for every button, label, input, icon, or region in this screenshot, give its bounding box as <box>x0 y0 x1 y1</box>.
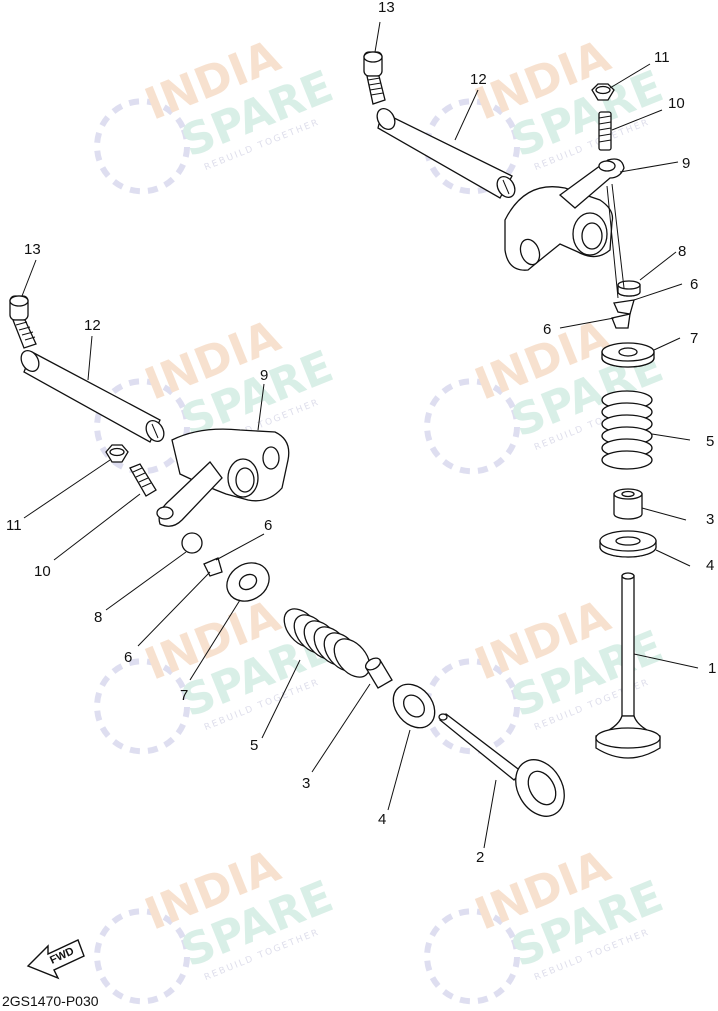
callout-4-right: 4 <box>706 557 714 574</box>
fwd-arrow-icon: FWD <box>26 939 85 980</box>
spring-retainer-top <box>601 342 655 368</box>
spring-seat-left <box>392 683 436 729</box>
callout-6-right-b: 6 <box>543 321 551 338</box>
bolt-left <box>9 295 37 349</box>
callout-7-right: 7 <box>690 330 698 347</box>
callout-3-left: 3 <box>302 775 310 792</box>
callout-5-left: 5 <box>250 737 258 754</box>
valve-cotters-left <box>203 557 223 577</box>
watermark-5: INDIA SPARE REBUILD TOGETHER <box>94 591 340 755</box>
callout-9-right: 9 <box>682 155 690 172</box>
callouts: 13 12 11 10 9 8 6 6 7 5 3 4 1 13 12 11 1… <box>6 0 716 866</box>
watermark-7: INDIA SPARE REBUILD TOGETHER <box>94 841 340 1005</box>
callout-13-right: 13 <box>378 0 395 16</box>
rocker-arm-left <box>156 428 290 527</box>
valve-spring-left <box>283 608 371 678</box>
spring-seat-top <box>599 530 657 558</box>
valve-pad-left <box>181 532 203 554</box>
callout-4-left: 4 <box>378 811 386 828</box>
callout-6-left-a: 6 <box>264 517 272 534</box>
valve-top <box>595 572 661 759</box>
callout-1-right: 1 <box>708 660 716 677</box>
watermark-8: INDIA SPARE REBUILD TOGETHER <box>424 841 670 1005</box>
adjuster-top <box>598 111 612 151</box>
watermark-2: INDIA SPARE REBUILD TOGETHER <box>424 31 670 195</box>
stem-seal-left <box>364 657 393 689</box>
stem-seal-top <box>613 488 643 520</box>
callout-6-left-b: 6 <box>124 649 132 666</box>
rocker-shaft-left <box>20 350 165 443</box>
callout-11-left: 11 <box>6 517 22 534</box>
callout-7-left: 7 <box>180 687 188 704</box>
nut-top <box>591 83 615 101</box>
drawing-code: 2GS1470-P030 <box>2 993 99 1009</box>
callout-6-right-a: 6 <box>690 276 698 293</box>
callout-11-right: 11 <box>654 49 670 66</box>
watermark-logo-icon <box>424 98 521 195</box>
watermark-logo-icon <box>424 658 521 755</box>
watermark-logo-icon <box>424 908 521 1005</box>
bolt-top <box>363 51 386 105</box>
callout-12-right: 12 <box>470 71 487 88</box>
nut-left <box>105 444 129 463</box>
callout-2-left: 2 <box>476 849 484 866</box>
callout-9-left: 9 <box>260 367 268 384</box>
adjuster-left <box>129 463 157 497</box>
watermark-logo-icon <box>424 378 521 475</box>
callout-10-right: 10 <box>668 95 685 112</box>
valve-left <box>438 713 565 817</box>
callout-3-right: 3 <box>706 511 714 528</box>
watermark-logo-icon <box>94 908 191 1005</box>
spring-retainer-left <box>226 562 270 602</box>
valve-spring-top <box>601 390 653 470</box>
valve-cotters-top <box>611 299 635 329</box>
callout-8-right: 8 <box>678 243 686 260</box>
callout-12-left: 12 <box>84 317 101 334</box>
callout-5-right: 5 <box>706 433 714 450</box>
callout-8-left: 8 <box>94 609 102 626</box>
callout-10-left: 10 <box>34 563 51 580</box>
rocker-shaft-top <box>376 108 516 199</box>
callout-13-left: 13 <box>24 241 41 258</box>
valve-pad-top <box>617 280 641 297</box>
watermark-1: INDIA SPARE REBUILD TOGETHER <box>94 31 340 195</box>
rocker-arm-top <box>504 158 625 271</box>
leader-lines <box>21 21 699 849</box>
watermark-logo-icon <box>94 658 191 755</box>
